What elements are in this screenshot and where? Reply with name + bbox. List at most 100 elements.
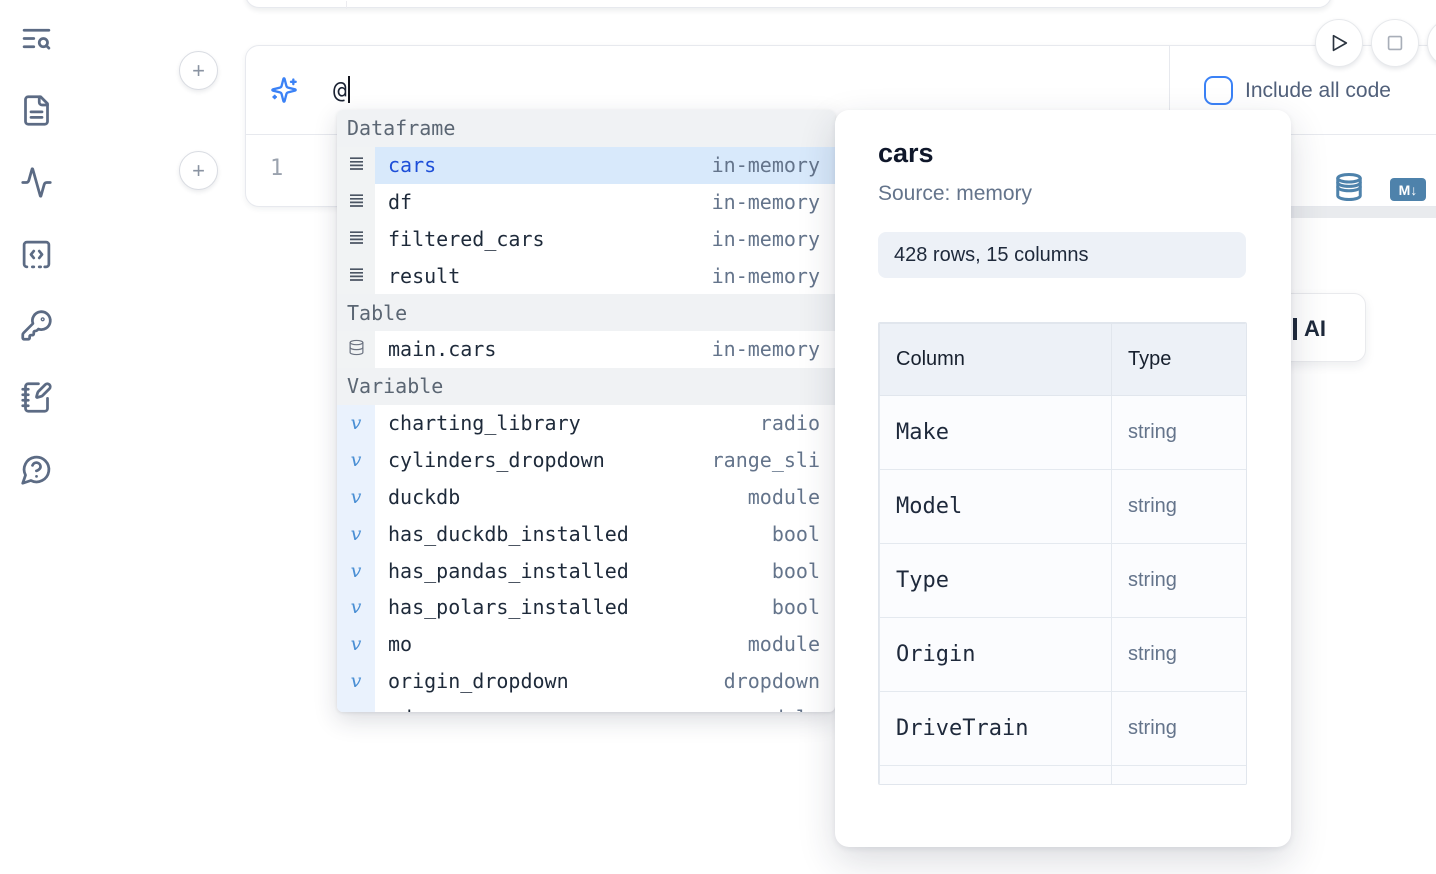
schema-column-type: string	[1111, 691, 1246, 766]
item-type: in-memory	[711, 226, 820, 251]
item-name: has_duckdb_installed	[388, 521, 629, 546]
schema-column-type	[1111, 765, 1246, 784]
snippets-icon[interactable]	[20, 238, 53, 271]
item-type: radio	[759, 411, 820, 436]
ai-sparkle-icon	[270, 76, 298, 104]
item-type: dropdown	[723, 669, 820, 694]
schema-column-name: Make	[879, 395, 1112, 470]
dataframe-icon	[348, 153, 365, 177]
stop-button[interactable]	[1371, 19, 1419, 67]
add-cell-button-top[interactable]: +	[179, 51, 218, 90]
schema-column-name: Origin	[879, 617, 1112, 692]
item-type: in-memory	[711, 153, 820, 178]
stop-icon	[1387, 35, 1403, 51]
item-name: main.cars	[388, 337, 497, 362]
schema-column-type: string	[1111, 617, 1246, 692]
previous-cell-fragment	[245, 0, 1332, 9]
activity-icon[interactable]	[20, 166, 53, 199]
schema-column-type: string	[1111, 395, 1246, 470]
item-name: cars	[388, 153, 437, 178]
schema-col-header: Column	[879, 323, 1112, 396]
include-all-code-option[interactable]: Include all code	[1204, 76, 1391, 105]
item-name: duckdb	[388, 484, 461, 509]
variable-icon: v	[350, 522, 362, 545]
schema-column-name: DriveTrain	[879, 691, 1112, 766]
divider	[346, 1, 347, 9]
add-cell-button-bottom[interactable]: +	[179, 151, 218, 190]
divider	[1169, 46, 1170, 134]
autocomplete-item[interactable]: v has_polars_installed bool	[337, 588, 835, 626]
schema-column-name: Type	[879, 543, 1112, 618]
toc-search-icon[interactable]	[20, 22, 53, 55]
ai-button-label: AI	[1304, 316, 1326, 341]
preview-stats-badge: 428 rows, 15 columns	[878, 232, 1246, 278]
variable-icon: v	[350, 485, 362, 508]
text-caret	[347, 76, 350, 103]
include-all-code-checkbox[interactable]	[1204, 76, 1233, 105]
clipped-letter-fragment	[1293, 318, 1297, 340]
item-name: charting_library	[388, 411, 581, 436]
item-name: result	[388, 263, 461, 288]
dataframe-preview-popup: cars Source: memory 428 rows, 15 columns…	[835, 110, 1291, 847]
item-type: module	[747, 484, 820, 509]
item-type: range_sli	[711, 448, 820, 473]
autocomplete-item[interactable]: filtered_cars in-memory	[337, 220, 835, 258]
run-cell-button[interactable]	[1315, 19, 1363, 67]
autocomplete-item[interactable]: v origin_dropdown dropdown	[337, 662, 835, 700]
autocomplete-item[interactable]: v charting_library radio	[337, 404, 835, 442]
autocomplete-item[interactable]: vpdmodule	[337, 699, 835, 712]
variable-icon: v	[350, 596, 362, 619]
dataframe-icon	[348, 227, 365, 251]
item-name: df	[388, 190, 413, 215]
item-type: in-memory	[711, 190, 820, 215]
variable-icon: v	[351, 707, 362, 712]
item-type: module	[748, 706, 820, 712]
item-type: in-memory	[711, 263, 820, 288]
help-chat-icon[interactable]	[20, 453, 53, 486]
autocomplete-item[interactable]: v has_duckdb_installed bool	[337, 515, 835, 553]
dataframe-icon	[348, 264, 365, 288]
item-name: filtered_cars	[388, 226, 545, 251]
key-icon[interactable]	[20, 309, 53, 342]
notebook-pen-icon[interactable]	[20, 381, 53, 414]
variable-icon: v	[350, 633, 362, 656]
item-type: module	[747, 632, 820, 657]
autocomplete-item[interactable]: v duckdb module	[337, 478, 835, 516]
autocomplete-section-header: Table	[337, 294, 835, 332]
autocomplete-item[interactable]: df in-memory	[337, 183, 835, 221]
variable-icon: v	[350, 412, 362, 435]
schema-column-type: string	[1111, 469, 1246, 544]
database-icon[interactable]	[1334, 172, 1364, 207]
file-icon[interactable]	[20, 94, 53, 127]
item-type: bool	[771, 595, 820, 620]
autocomplete-item[interactable]: v mo module	[337, 625, 835, 663]
cell-footer-strip	[1240, 207, 1436, 218]
item-name: has_polars_installed	[388, 595, 629, 620]
item-type: bool	[771, 558, 820, 583]
variable-icon: v	[350, 670, 362, 693]
autocomplete-item[interactable]: cars in-memory	[337, 146, 835, 184]
schema-column-name	[879, 765, 1112, 784]
autocomplete-item[interactable]: result in-memory	[337, 257, 835, 295]
item-name: origin_dropdown	[388, 669, 569, 694]
item-type: bool	[771, 521, 820, 546]
autocomplete-item[interactable]: v has_pandas_installed bool	[337, 552, 835, 589]
markdown-icon[interactable]: M↓	[1390, 178, 1426, 201]
schema-column-type: string	[1111, 543, 1246, 618]
autocomplete-section-header: Variable	[337, 367, 835, 405]
variable-icon: v	[350, 559, 362, 582]
ai-prompt-input[interactable]: @	[333, 76, 350, 104]
item-name: has_pandas_installed	[388, 558, 629, 583]
line-number: 1	[270, 156, 284, 181]
item-name: mo	[388, 632, 413, 657]
